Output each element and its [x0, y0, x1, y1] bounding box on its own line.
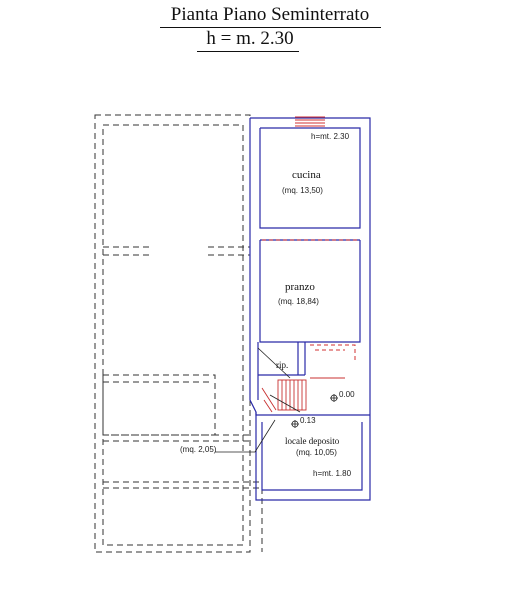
plan-title: Pianta Piano Seminterrato [170, 4, 370, 25]
pranzo-area: (mq. 18,84) [278, 297, 319, 306]
level-markers [291, 394, 338, 428]
deposito-label: locale deposito [285, 436, 340, 446]
cucina-height: h=mt. 2.30 [311, 132, 350, 141]
rip-label: rip. [276, 360, 288, 370]
cucina-label: cucina [292, 169, 321, 181]
deposito-height: h=mt. 1.80 [313, 469, 352, 478]
stair-diagonals [215, 347, 301, 453]
stair [261, 377, 345, 413]
level-upper: 0.00 [339, 390, 355, 399]
height-underline [197, 51, 299, 52]
dashed-outline [94, 114, 263, 553]
deposito-area: (mq. 10,05) [296, 448, 337, 457]
pranzo-label: pranzo [285, 281, 315, 293]
title-underline [160, 27, 381, 28]
window [295, 116, 325, 127]
cucina-area: (mq. 13,50) [282, 186, 323, 195]
level-lower: 0.13 [300, 416, 316, 425]
stair-area-label: (mq. 2,05) [180, 445, 217, 454]
plan-height-label: h = m. 2.30 [206, 28, 294, 49]
openings [262, 239, 358, 362]
